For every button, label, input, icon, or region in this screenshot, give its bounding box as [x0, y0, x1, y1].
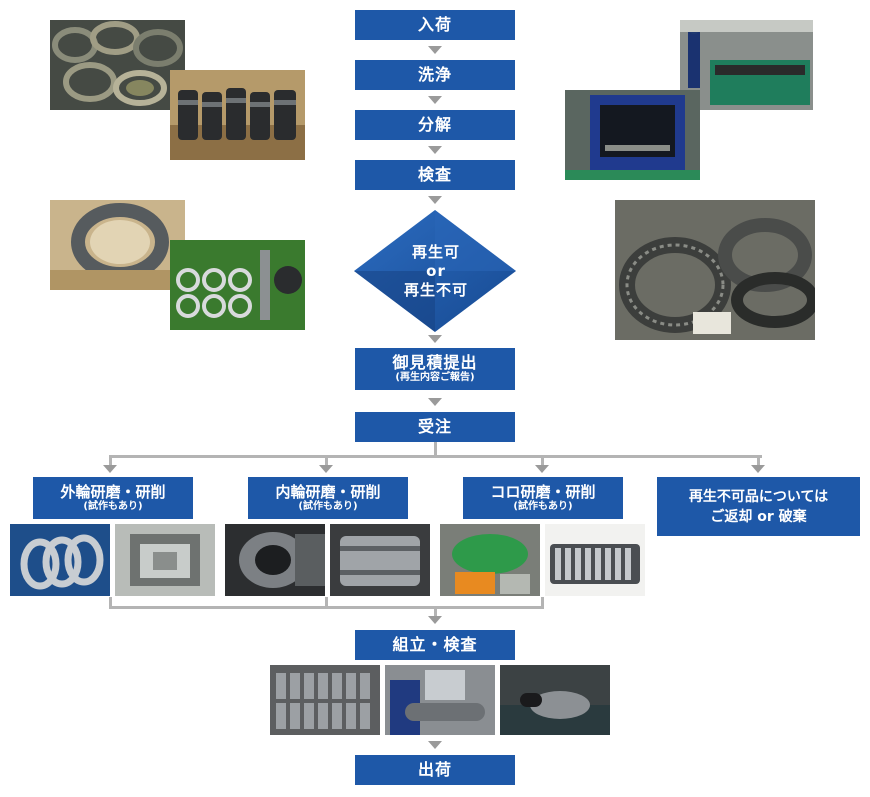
step-order-label: 受注 [417, 417, 452, 436]
arrow-down-icon [428, 196, 442, 204]
branch-roller: コロ研磨・研削 (試作もあり) [463, 477, 623, 519]
arrow-down-icon [428, 146, 442, 154]
branch-non-recyclable-line1: 再生不可品については [688, 488, 829, 505]
decision-line2: or [426, 261, 446, 280]
photo-cleaning-tank [680, 20, 813, 110]
decision-line1: 再生可 [411, 242, 460, 261]
connector-line [757, 455, 760, 465]
arrow-down-icon [428, 46, 442, 54]
connector-line [434, 606, 437, 616]
step-disassembly-label: 分解 [417, 115, 452, 134]
photo-assembly-2 [385, 665, 495, 735]
photo-parts-inspection [170, 240, 305, 330]
photo-roller-2 [545, 524, 645, 596]
step-inspection-label: 検査 [417, 165, 452, 184]
connector-line [109, 606, 544, 609]
photo-outer-ring-2 [115, 524, 215, 596]
decision-line3: 再生不可 [403, 280, 468, 299]
step-disassembly: 分解 [355, 110, 515, 140]
photo-outer-ring-1 [10, 524, 110, 596]
arrow-down-icon [103, 465, 117, 473]
connector-line [541, 597, 544, 609]
connector-line [541, 455, 544, 465]
decision-label: 再生可 or 再生不可 [356, 212, 516, 330]
step-shipping-label: 出荷 [417, 760, 452, 779]
arrow-down-icon [535, 465, 549, 473]
arrow-down-icon [428, 741, 442, 749]
connector-line [109, 597, 112, 609]
arrow-down-icon [428, 616, 442, 624]
branch-outer-ring-sub: (試作もあり) [83, 501, 143, 512]
branch-roller-sub: (試作もあり) [513, 501, 573, 512]
step-cleaning-label: 洗浄 [417, 65, 452, 84]
connector-line [109, 455, 762, 458]
photo-roller-assemblies [170, 70, 305, 160]
step-estimate-sub: (再生内容ご報告) [395, 372, 475, 383]
branch-non-recyclable: 再生不可品については ご返却 or 破棄 [657, 477, 860, 536]
photo-assembly-1 [270, 665, 380, 735]
connector-line [434, 442, 437, 457]
branch-inner-ring: 内輪研磨・研削 (試作もあり) [248, 477, 408, 519]
connector-line [325, 597, 328, 609]
photo-assembly-3 [500, 665, 610, 735]
arrow-down-icon [751, 465, 765, 473]
arrow-down-icon [319, 465, 333, 473]
arrow-down-icon [428, 335, 442, 343]
step-assembly: 組立・検査 [355, 630, 515, 660]
step-inspection: 検査 [355, 160, 515, 190]
branch-non-recyclable-line2: ご返却 or 破棄 [710, 508, 807, 525]
step-cleaning: 洗浄 [355, 60, 515, 90]
photo-washing-machine [565, 90, 700, 180]
branch-inner-ring-sub: (試作もあり) [298, 501, 358, 512]
arrow-down-icon [428, 398, 442, 406]
photo-bearing-rings [50, 20, 185, 110]
photo-ring-inspection [50, 200, 185, 290]
step-arrival-label: 入荷 [417, 15, 452, 34]
arrow-down-icon [428, 96, 442, 104]
step-estimate: 御見積提出 (再生内容ご報告) [355, 348, 515, 390]
step-shipping: 出荷 [355, 755, 515, 785]
step-estimate-label: 御見積提出 [392, 353, 478, 372]
photo-inner-ring-2 [330, 524, 430, 596]
branch-outer-ring-label: 外輪研磨・研削 [60, 483, 166, 501]
step-arrival: 入荷 [355, 10, 515, 40]
step-assembly-label: 組立・検査 [392, 635, 478, 654]
step-order: 受注 [355, 412, 515, 442]
branch-roller-label: コロ研磨・研削 [490, 483, 596, 501]
connector-line [325, 455, 328, 465]
branch-outer-ring: 外輪研磨・研削 (試作もあり) [33, 477, 193, 519]
photo-inner-ring-1 [225, 524, 325, 596]
photo-large-bearings [615, 200, 815, 340]
decision-diamond [354, 210, 516, 332]
connector-line [109, 455, 112, 465]
branch-inner-ring-label: 内輪研磨・研削 [275, 483, 381, 501]
photo-roller-1 [440, 524, 540, 596]
